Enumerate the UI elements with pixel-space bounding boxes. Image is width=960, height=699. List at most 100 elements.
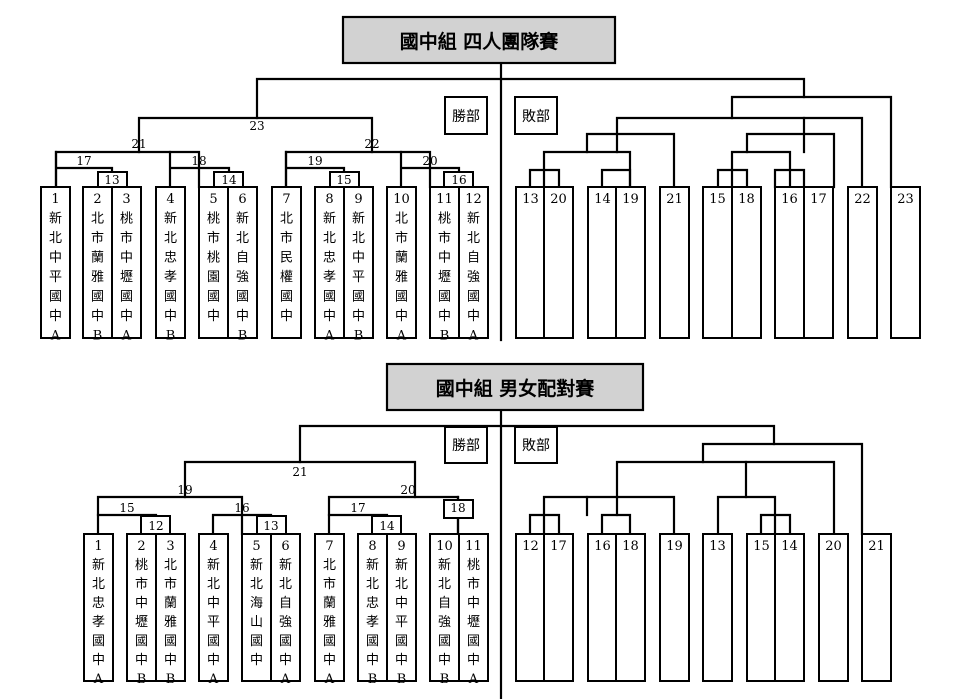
- team-name-char: B: [440, 329, 450, 344]
- team-name-char: 北: [92, 577, 105, 592]
- team-name-char: 新: [207, 557, 220, 573]
- team-name-char: 國: [323, 290, 336, 305]
- team-name-char: 北: [164, 231, 177, 246]
- team-name-char: 強: [438, 615, 451, 630]
- team-name-char: A: [121, 329, 132, 344]
- loser-fork-14-19: [600, 168, 632, 189]
- bracket-title-box: [385, 362, 645, 412]
- team-name-char: 山: [250, 615, 263, 630]
- team-name-char: 中: [438, 309, 451, 324]
- team-name-char: A: [50, 329, 61, 344]
- team-name-char: 中: [207, 653, 220, 668]
- winners-label-box: [444, 426, 488, 464]
- team-name-char: 新: [467, 211, 480, 227]
- loser-slot: [774, 186, 805, 339]
- team-name-char: 北: [207, 577, 220, 592]
- loser-slot-number: 16: [594, 539, 611, 554]
- loser-slot-number: 18: [622, 539, 639, 554]
- team-name-char: 中: [395, 309, 408, 324]
- team-name-char: 新: [438, 557, 451, 573]
- team-name-char: 中: [91, 309, 104, 324]
- team-name-char: 中: [135, 653, 148, 668]
- team-name-char: 國: [323, 634, 336, 649]
- team-slot: [155, 186, 186, 339]
- team-seed: 5: [209, 192, 217, 207]
- loser-slot-number: 13: [709, 539, 726, 554]
- team-name-char: B: [238, 329, 248, 344]
- loser-slot-number: 17: [810, 192, 827, 207]
- team-name-char: 北: [164, 558, 177, 573]
- loser-fork-16-18: [600, 513, 632, 536]
- team-seed: 1: [94, 539, 102, 554]
- team-name-char: 桃: [135, 558, 148, 573]
- team-name-char: 國: [279, 634, 292, 649]
- match-number: 13: [263, 519, 278, 533]
- team-seed: 1: [51, 192, 59, 207]
- team-slot: [270, 533, 301, 682]
- match-number: 15: [119, 501, 134, 515]
- team-name-char: 民: [280, 251, 293, 266]
- team-name-char: 新: [92, 557, 105, 573]
- team-name-char: A: [324, 672, 335, 687]
- team-slot: [386, 533, 417, 682]
- match-number: 21: [131, 137, 146, 151]
- team-name-char: 中: [352, 251, 365, 266]
- team-name-char: B: [166, 672, 176, 687]
- team-seed: 7: [325, 539, 333, 554]
- team-name-char: 市: [207, 230, 220, 246]
- team-seed: 4: [166, 192, 174, 207]
- team-name-char: 強: [467, 270, 480, 285]
- team-name-char: 自: [236, 251, 249, 266]
- team-name-char: 雅: [91, 270, 104, 285]
- team-name-char: 壢: [120, 270, 133, 285]
- loser-slot: [861, 533, 892, 682]
- losers-label-box: [514, 96, 558, 135]
- match-number: 14: [379, 519, 395, 533]
- loser-slot-number: 20: [825, 539, 842, 554]
- loser-slot-number: 16: [781, 192, 798, 207]
- team-name-char: B: [137, 672, 147, 687]
- team-name-char: 國: [207, 290, 220, 305]
- team-name-char: 孝: [164, 270, 177, 285]
- team-name-char: 雅: [323, 615, 336, 630]
- loser-fork-15-18: [716, 168, 749, 189]
- team-name-char: 市: [91, 230, 104, 246]
- team-name-char: 國: [467, 290, 480, 305]
- team-name-char: 中: [467, 653, 480, 668]
- loser-23-line: [730, 95, 893, 189]
- match-number: 22: [364, 137, 379, 151]
- team-name-char: 新: [250, 557, 263, 573]
- loser-slot: [702, 186, 733, 339]
- team-name-char: 國: [366, 634, 379, 649]
- team-name-char: 中: [467, 596, 480, 611]
- team-name-char: 北: [438, 577, 451, 592]
- team-seed: 11: [436, 192, 453, 207]
- team-slot: [429, 186, 460, 339]
- loser-fork-13-20: [528, 168, 561, 189]
- winners-label: 勝部: [452, 109, 480, 125]
- team-name-char: 蘭: [91, 250, 104, 266]
- team-name-char: 中: [92, 653, 105, 668]
- team-name-char: 桃: [467, 558, 480, 573]
- team-seed: 8: [325, 192, 333, 207]
- team-slot: [458, 533, 489, 682]
- team-slot: [198, 533, 229, 682]
- team-name-char: 忠: [366, 596, 379, 611]
- team-name-char: 自: [279, 596, 292, 611]
- team-slot: [343, 186, 374, 339]
- loser-slot-number: 19: [622, 192, 639, 207]
- match-number: 21: [292, 465, 307, 479]
- team-name-char: 新: [279, 557, 292, 573]
- loser-slot: [659, 533, 690, 682]
- team-name-char: 壢: [467, 615, 480, 630]
- loser-slot: [587, 533, 618, 682]
- team-name-char: 國: [395, 290, 408, 305]
- team-name-char: 北: [395, 577, 408, 592]
- team-name-char: 北: [279, 577, 292, 592]
- loser-slot-number: 17: [550, 539, 567, 554]
- team-name-char: 桃: [120, 212, 133, 227]
- team-name-char: 蘭: [323, 595, 336, 611]
- team-name-char: 中: [323, 653, 336, 668]
- team-seed: 12: [465, 192, 482, 207]
- team-slot: [83, 533, 114, 682]
